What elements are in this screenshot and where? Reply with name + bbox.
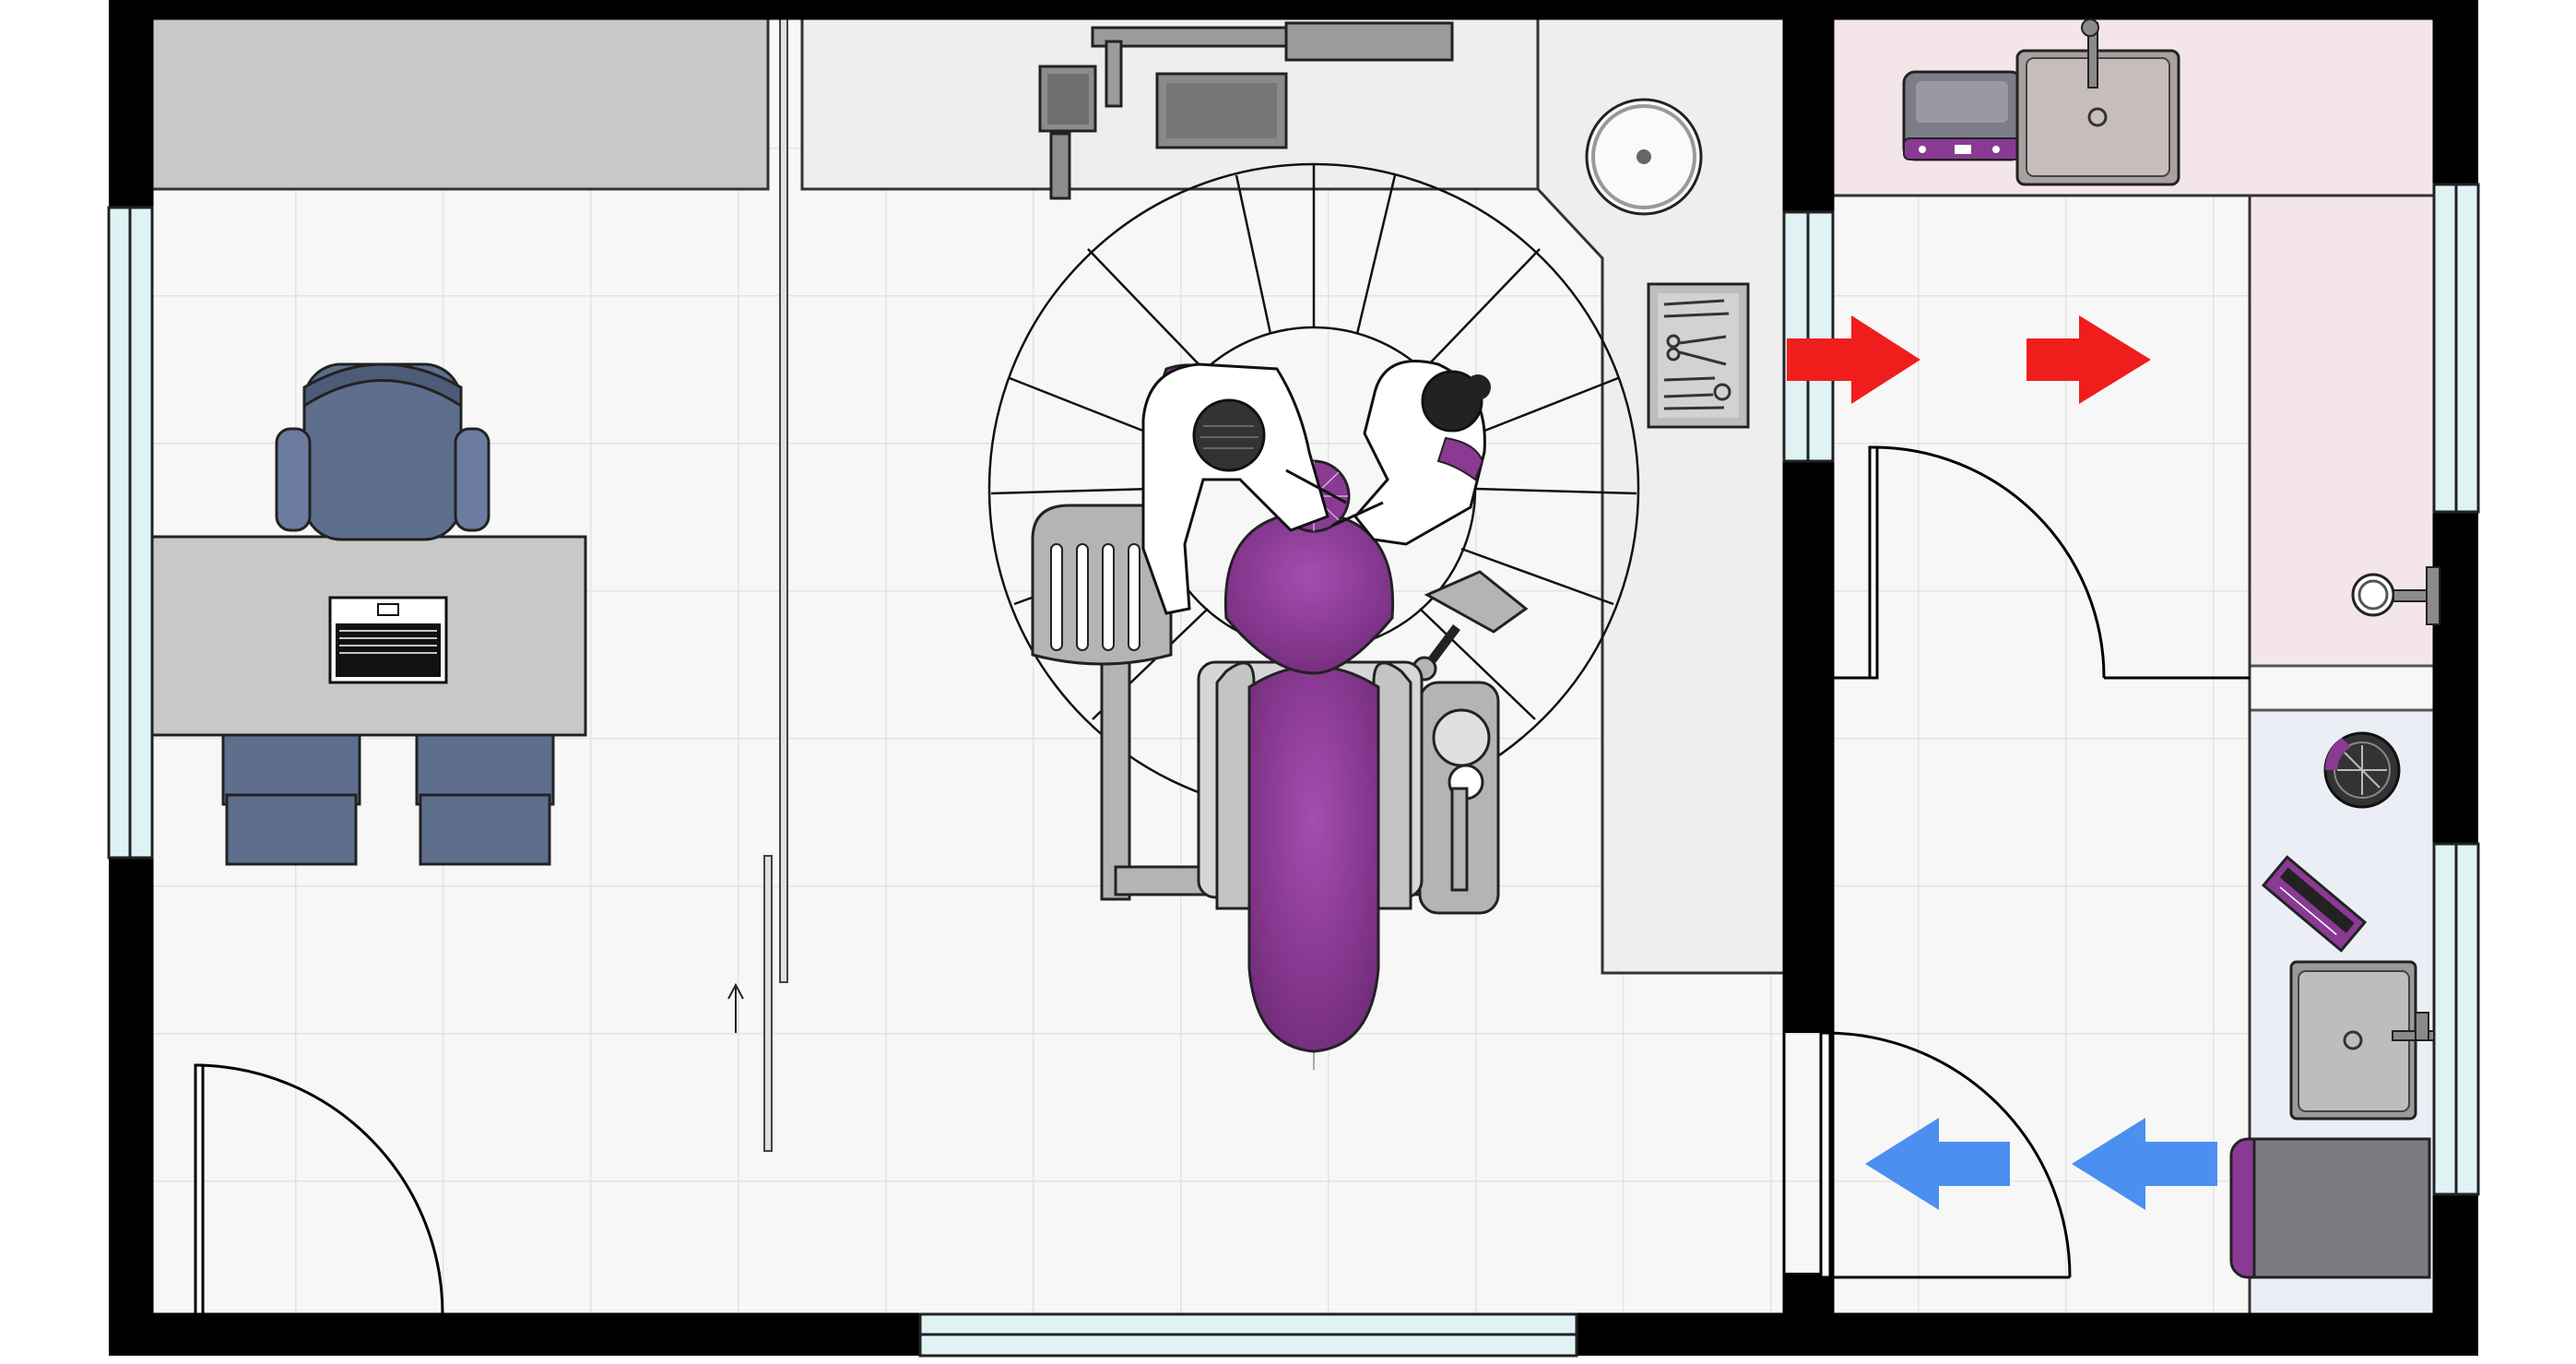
storage-counter: [150, 17, 770, 191]
dental-chair-icon[interactable]: [1197, 459, 1424, 1053]
cuspidor-icon: [1585, 98, 1703, 216]
arrow-left-icon: [2072, 1118, 2217, 1210]
sink-icon: [2289, 960, 2435, 1121]
sliding-direction-arrow: [727, 982, 744, 1033]
instrument-tray-icon: [1647, 282, 1750, 429]
entrance-door[interactable]: [194, 1063, 444, 1316]
operating-lamp-icon: [1038, 21, 1454, 200]
autoclave-icon: [2229, 1137, 2431, 1279]
arrow-right-icon: [1787, 315, 1920, 404]
sink-icon: [2015, 18, 2180, 186]
visitor-chair-icon[interactable]: [415, 733, 555, 866]
clean-room-door[interactable]: [1819, 1031, 2072, 1279]
dirty-room-door[interactable]: [1833, 445, 2250, 680]
ultrasonic-cleaner-icon: [1902, 70, 2024, 161]
drying-fan-icon: [2323, 731, 2401, 809]
glass-partition: [779, 18, 788, 983]
assistant-unit: [1412, 570, 1529, 915]
laptop-icon[interactable]: [328, 596, 448, 684]
visitor-chair-icon[interactable]: [221, 733, 361, 866]
dentist-icon: [1141, 362, 1347, 615]
walls: [109, 0, 2478, 1356]
xray-viewer-icon: [1155, 72, 1288, 149]
zone-divider-strip: [2248, 664, 2436, 712]
arrow-left-icon: [1865, 1118, 2010, 1210]
arrow-right-icon: [2027, 315, 2151, 404]
assistant-icon: [1331, 360, 1491, 546]
dirty-zone-right: [2250, 196, 2443, 666]
sealing-machine-icon: [2261, 855, 2368, 953]
magnifier-lamp-icon: [2351, 566, 2440, 625]
windows: [107, 183, 2480, 1358]
desk-chair-icon[interactable]: [275, 362, 490, 541]
sliding-door-panel: [763, 855, 773, 1152]
